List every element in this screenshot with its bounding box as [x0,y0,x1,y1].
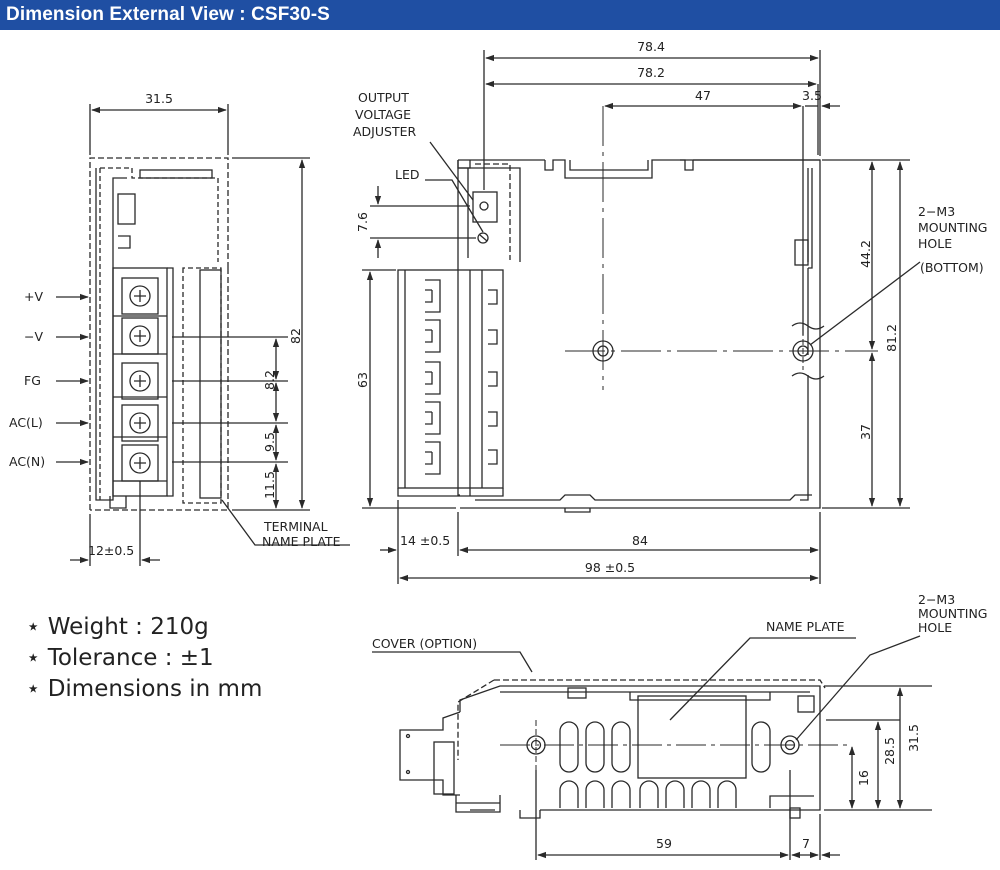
terminal-label-fg: FG [24,373,41,388]
dim-7: 7 [802,836,810,851]
dim-44-2: 44.2 [858,240,873,268]
terminal-height-dim: 63 [355,372,370,388]
pitch-dim-11-5: 11.5 [262,471,277,499]
cover-label: COVER (OPTION) [372,636,477,651]
terminal-label-acl: AC(L) [9,415,43,430]
dim-81-2: 81.2 [884,324,899,352]
front-view [56,104,350,566]
side-view [362,50,921,584]
adjuster-label-3: ADJUSTER [353,124,416,139]
terminal-label-acn: AC(N) [9,454,45,469]
terminal-plate-label-1: TERMINAL [263,519,328,534]
dim-31-5: 31.5 [906,724,921,752]
front-bottom-dim: 12±0.5 [88,543,134,558]
dim-37: 37 [858,424,873,440]
pitch-dim-9-5: 9.5 [262,432,277,452]
terminal-label-nv: −V [24,329,43,344]
page-title: Dimension External View : CSF30-S [6,4,330,25]
mount-label-4: (BOTTOM) [920,260,984,275]
terminal-label-pv: +V [24,289,43,304]
bottom-mount-label-1: 2−M3 [918,592,955,607]
dim-47: 47 [695,88,711,103]
note-tolerance: ⋆ Tolerance : ±1 [26,645,214,671]
bottom-mount-label-3: HOLE [918,620,952,635]
spec-notes: ⋆ Weight : 210g ⋆ Tolerance : ±1 ⋆ Dimen… [26,612,262,705]
dim-78-2: 78.2 [637,65,665,80]
front-width-dim: 31.5 [145,91,173,106]
dim-78-4: 78.4 [637,39,665,54]
bottom-mount-label-2: MOUNTING [918,606,987,621]
bottom-view [372,635,932,860]
note-units: ⋆ Dimensions in mm [26,676,263,702]
dim-59: 59 [656,836,672,851]
led-label: LED [395,167,420,182]
terminal-plate-label-2: NAME PLATE [262,534,341,549]
mount-label-2: MOUNTING [918,220,987,235]
title-bar: Dimension External View : CSF30-S [0,0,1000,30]
adjuster-label-2: VOLTAGE [355,107,411,122]
dim-16: 16 [856,770,871,786]
adjuster-label-1: OUTPUT [358,90,409,105]
pitch-dim-8-2: 8.2 [262,370,277,390]
mount-label-1: 2−M3 [918,204,955,219]
dim-98: 98 ±0.5 [585,560,635,575]
dim-84: 84 [632,533,648,548]
mount-label-3: HOLE [918,236,952,251]
nameplate-label: NAME PLATE [766,619,845,634]
front-height-dim: 82 [288,328,303,344]
led-offset-dim: 7.6 [355,212,370,232]
dim-28-5: 28.5 [882,737,897,765]
dim-14: 14 ±0.5 [400,533,450,548]
note-weight: ⋆ Weight : 210g [26,614,209,640]
dim-3-5: 3.5 [802,88,822,103]
